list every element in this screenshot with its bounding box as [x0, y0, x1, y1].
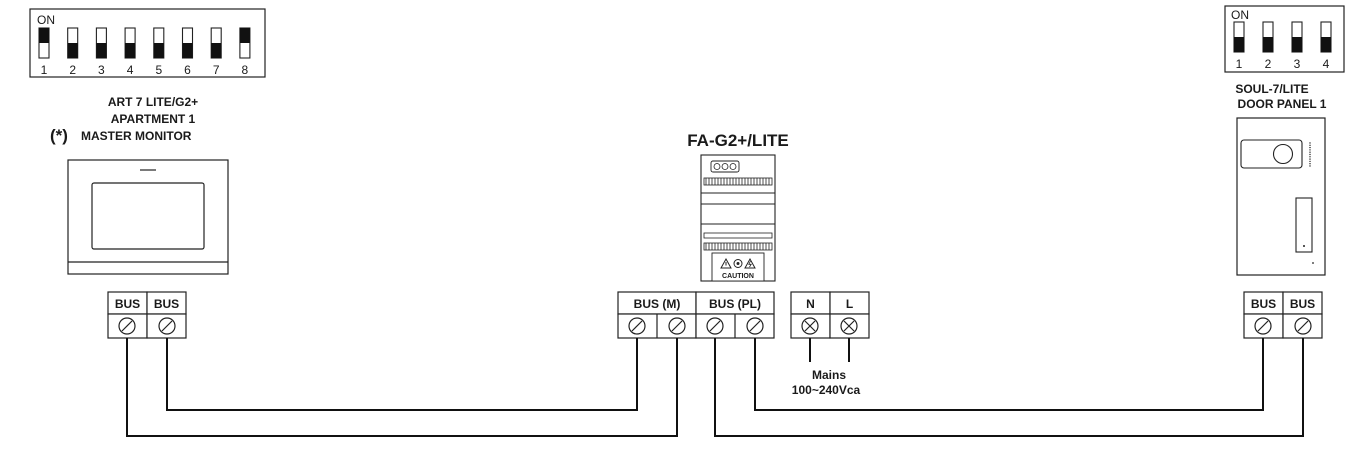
monitor-screw-terminal-1-1 [118, 317, 136, 335]
power-supply-bus-terminal-block: BUS (M) BUS (PL) [617, 291, 775, 339]
power-supply-bus-screw-terminal-2-2 [746, 317, 764, 335]
power-supply-bus-screw-terminal-1-1 [628, 317, 646, 335]
power-supply-bus-terminal-label-1: BUS (M) [634, 297, 681, 311]
monitor-terminal-block: BUS BUS [107, 291, 187, 339]
monitor-dip-number-4: 4 [127, 63, 134, 77]
caution-text: CAUTION [722, 273, 754, 280]
door-dip-toggle-4 [1321, 37, 1331, 52]
mains-voltage-label: 100~240Vca [792, 383, 861, 397]
monitor-role-label: MASTER MONITOR [81, 129, 192, 143]
monitor-screw-terminal-2-1 [158, 317, 176, 335]
monitor-dip-toggle-6 [182, 43, 193, 58]
door-dip-number-1: 1 [1236, 57, 1243, 71]
monitor-dip-slot-7: 7 [210, 27, 222, 77]
monitor-dip-toggle-1 [39, 28, 49, 43]
door-dip-slot-2: 2 [1262, 21, 1274, 71]
door-panel-screw-terminal-1-1 [1254, 317, 1272, 335]
bus-wire-monitor-outer [126, 338, 678, 437]
monitor-dip-toggle-2 [67, 43, 78, 58]
door-panel-dip-switch-frame [1224, 5, 1345, 73]
power-supply-device: CAUTION [700, 154, 776, 282]
monitor-dip-number-2: 2 [69, 63, 76, 77]
camera-module [1240, 139, 1303, 169]
monitor-dip-switch: ON 1 2 3 4 5 6 7 8 [29, 8, 266, 78]
door-panel-button [1295, 197, 1313, 253]
door-panel-terminal-block: BUS BUS [1243, 291, 1323, 339]
warning-icon [720, 257, 732, 269]
door-dip-number-2: 2 [1265, 57, 1272, 71]
power-supply-model-label: FA-G2+/LITE [687, 131, 789, 150]
power-supply-bus-screw-terminal-2-1 [706, 317, 724, 335]
monitor-dip-slot-6: 6 [181, 27, 194, 77]
monitor-dip-toggle-7 [211, 43, 222, 58]
earth-icon [733, 259, 743, 268]
monitor-dip-on-label: ON [37, 13, 55, 27]
door-panel-dip-switch: ON 1 2 3 4 [1224, 5, 1345, 73]
door-panel-screw-terminal-2-1 [1294, 317, 1312, 335]
monitor-dip-number-3: 3 [98, 63, 105, 77]
door-panel-dip-on-label: ON [1231, 8, 1249, 22]
door-panel-terminal-label-1: BUS [1251, 297, 1276, 311]
door-panel-device [1236, 117, 1326, 276]
monitor-dip-slot-2: 2 [67, 27, 79, 77]
door-dip-number-3: 3 [1294, 57, 1301, 71]
door-dip-slot-1: 1 [1233, 21, 1245, 71]
monitor-dip-toggle-3 [96, 43, 107, 58]
monitor-dip-number-8: 8 [242, 63, 249, 77]
power-supply-mains-terminal-label-1: N [806, 297, 815, 311]
speaker-grille-icon [1309, 142, 1311, 167]
monitor-dip-slot-5: 5 [153, 27, 165, 77]
master-marker: (*) [50, 126, 68, 145]
monitor-dip-slot-1: 1 [38, 27, 50, 77]
door-dip-toggle-3 [1292, 37, 1302, 52]
power-supply-bus-terminal-label-2: BUS (PL) [709, 297, 761, 311]
door-dip-toggle-1 [1234, 37, 1244, 52]
mains-label: Mains [812, 368, 846, 382]
monitor-dip-toggle-8 [239, 28, 250, 43]
door-dip-toggle-2 [1263, 37, 1273, 52]
monitor-apartment-label: APARTMENT 1 [111, 112, 196, 126]
monitor-screen [91, 182, 205, 250]
monitor-dip-switch-frame [29, 8, 266, 78]
master-monitor-device [67, 159, 229, 275]
power-supply-mains-screw-terminal-2-1 [840, 317, 858, 335]
monitor-terminal-label-1: BUS [115, 297, 140, 311]
door-dip-slot-4: 4 [1320, 21, 1332, 71]
door-panel-model-label: SOUL-7/LITE [1235, 82, 1308, 96]
bus-wire-panel-outer [714, 338, 1304, 437]
bus-wire-panel-inner [754, 338, 1264, 411]
monitor-dip-toggle-5 [153, 43, 164, 58]
power-supply-mains-terminal-label-2: L [846, 297, 853, 311]
power-supply-mains-screw-terminal-1-1 [801, 317, 819, 335]
monitor-dip-number-6: 6 [184, 63, 191, 77]
monitor-dip-number-7: 7 [213, 63, 220, 77]
power-supply-bus-screw-terminal-1-2 [668, 317, 686, 335]
monitor-dip-number-5: 5 [155, 63, 162, 77]
monitor-model-label: ART 7 LITE/G2+ [108, 95, 198, 109]
door-panel-terminal-label-2: BUS [1290, 297, 1315, 311]
door-dip-slot-3: 3 [1291, 21, 1303, 71]
monitor-dip-slot-8: 8 [239, 27, 251, 77]
shock-warning-icon [744, 257, 756, 269]
bus-wire-monitor-inner [166, 338, 638, 411]
door-dip-number-4: 4 [1323, 57, 1330, 71]
monitor-terminal-label-2: BUS [154, 297, 179, 311]
monitor-dip-slot-4: 4 [124, 27, 136, 77]
monitor-dip-toggle-4 [125, 43, 136, 58]
door-panel-name-label: DOOR PANEL 1 [1238, 97, 1327, 111]
camera-lens-icon [1272, 143, 1294, 165]
monitor-dip-slot-3: 3 [95, 27, 107, 77]
monitor-dip-number-1: 1 [41, 63, 48, 77]
